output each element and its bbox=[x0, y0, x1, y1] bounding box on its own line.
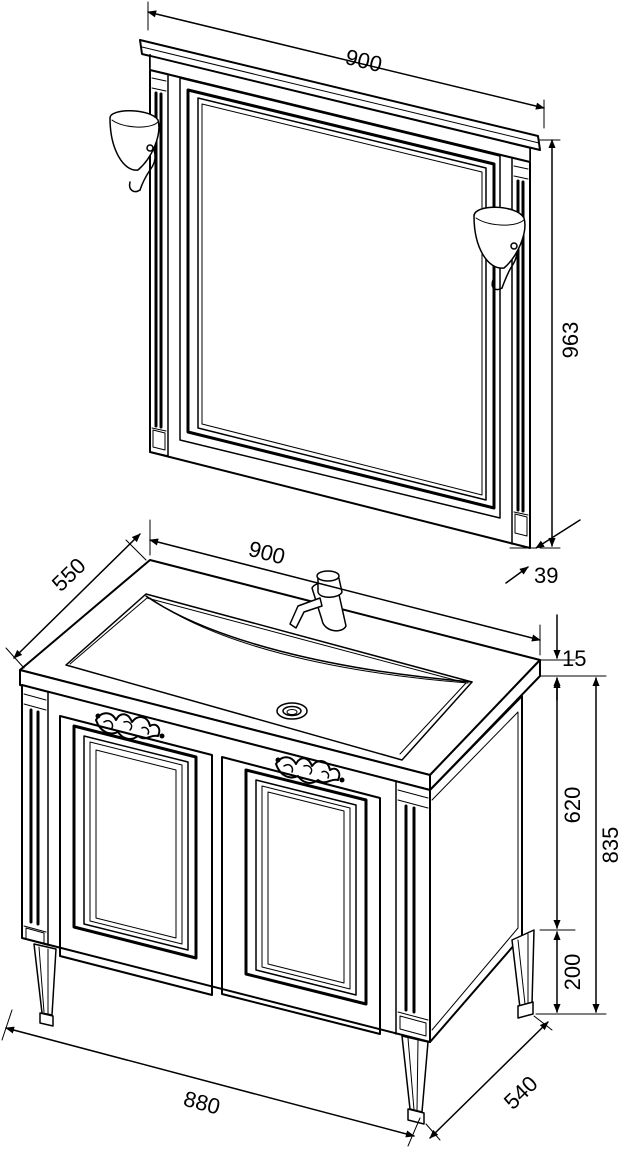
mirror-depth-label: 39 bbox=[534, 563, 558, 588]
back-right-leg bbox=[511, 929, 535, 1019]
top-width-dimension bbox=[149, 519, 541, 656]
mirror bbox=[139, 39, 541, 549]
body-height-dimension bbox=[539, 679, 576, 931]
front-right-leg bbox=[401, 1035, 429, 1125]
mirror-height-label: 963 bbox=[558, 322, 583, 359]
total-height-dimension bbox=[561, 675, 607, 1015]
base-depth-dimension bbox=[425, 1015, 553, 1141]
base-width-label: 880 bbox=[181, 1086, 223, 1120]
cabinet-left-pilaster bbox=[21, 684, 49, 946]
front-left-leg bbox=[33, 943, 57, 1027]
right-wall-lamp bbox=[473, 206, 526, 291]
left-door bbox=[59, 715, 213, 996]
base-width-dimension bbox=[1, 1009, 421, 1147]
mirror-glass bbox=[197, 97, 487, 501]
base-depth-label: 540 bbox=[499, 1071, 543, 1114]
body-height-label: 620 bbox=[560, 787, 585, 824]
left-wall-lamp bbox=[109, 110, 160, 193]
leg-height-label: 200 bbox=[560, 954, 585, 991]
mirror-height-dimension bbox=[539, 139, 561, 549]
right-door-ornament bbox=[275, 756, 345, 784]
left-door-ornament bbox=[95, 712, 165, 740]
mirror-width-label: 900 bbox=[343, 44, 385, 77]
top-depth-dimension bbox=[5, 533, 147, 669]
top-thickness-label: 15 bbox=[562, 646, 586, 671]
mirror-moulding bbox=[179, 77, 501, 519]
cabinet-right-pilaster bbox=[395, 780, 431, 1043]
top-width-label: 900 bbox=[246, 536, 288, 569]
total-height-label: 835 bbox=[598, 827, 620, 864]
sink-drain bbox=[276, 702, 308, 720]
mirror-width-dimension bbox=[147, 1, 545, 129]
